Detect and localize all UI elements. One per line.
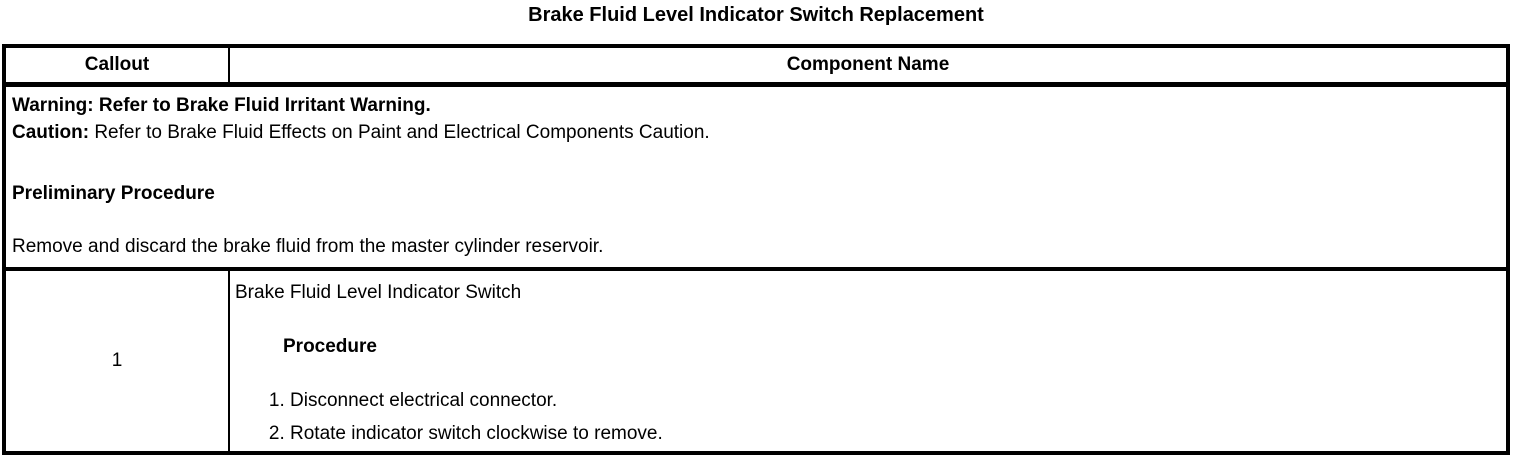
procedure-heading: Procedure bbox=[283, 336, 377, 357]
header-callout-label: Callout bbox=[84, 54, 150, 75]
table-row: 1 Brake Fluid Level Indicator Switch Pro… bbox=[6, 271, 1506, 451]
component-name: Brake Fluid Level Indicator Switch bbox=[235, 282, 522, 303]
parts-table: Callout Component Name Warning: Refer to… bbox=[2, 44, 1510, 455]
header-cell-component-name: Component Name bbox=[230, 48, 1506, 82]
caution-label: Caution: bbox=[12, 122, 90, 143]
warning-text: Refer to Brake Fluid Irritant Warning. bbox=[98, 95, 431, 116]
preliminary-procedure-text: Remove and discard the brake fluid from … bbox=[12, 236, 604, 257]
warning-note: Warning: Refer to Brake Fluid Irritant W… bbox=[12, 92, 1500, 119]
header-cell-callout: Callout bbox=[6, 48, 230, 82]
caution-text: Refer to Brake Fluid Effects on Paint an… bbox=[94, 122, 710, 143]
notes-row: Warning: Refer to Brake Fluid Irritant W… bbox=[6, 87, 1506, 271]
page-title: Brake Fluid Level Indicator Switch Repla… bbox=[528, 4, 984, 26]
table-header-row: Callout Component Name bbox=[6, 48, 1506, 87]
caution-note: Caution: Refer to Brake Fluid Effects on… bbox=[12, 119, 1500, 146]
callout-cell: 1 bbox=[6, 271, 230, 451]
header-component-label: Component Name bbox=[786, 54, 950, 75]
callout-value: 1 bbox=[111, 350, 123, 371]
procedure-step: Rotate indicator switch clockwise to rem… bbox=[290, 420, 1496, 447]
procedure-steps: Disconnect electrical connector. Rotate … bbox=[235, 387, 1496, 447]
component-cell: Brake Fluid Level Indicator Switch Proce… bbox=[230, 271, 1506, 451]
warning-label: Warning: bbox=[12, 95, 94, 116]
preliminary-procedure-heading: Preliminary Procedure bbox=[12, 183, 215, 204]
procedure-step: Disconnect electrical connector. bbox=[290, 387, 1496, 414]
